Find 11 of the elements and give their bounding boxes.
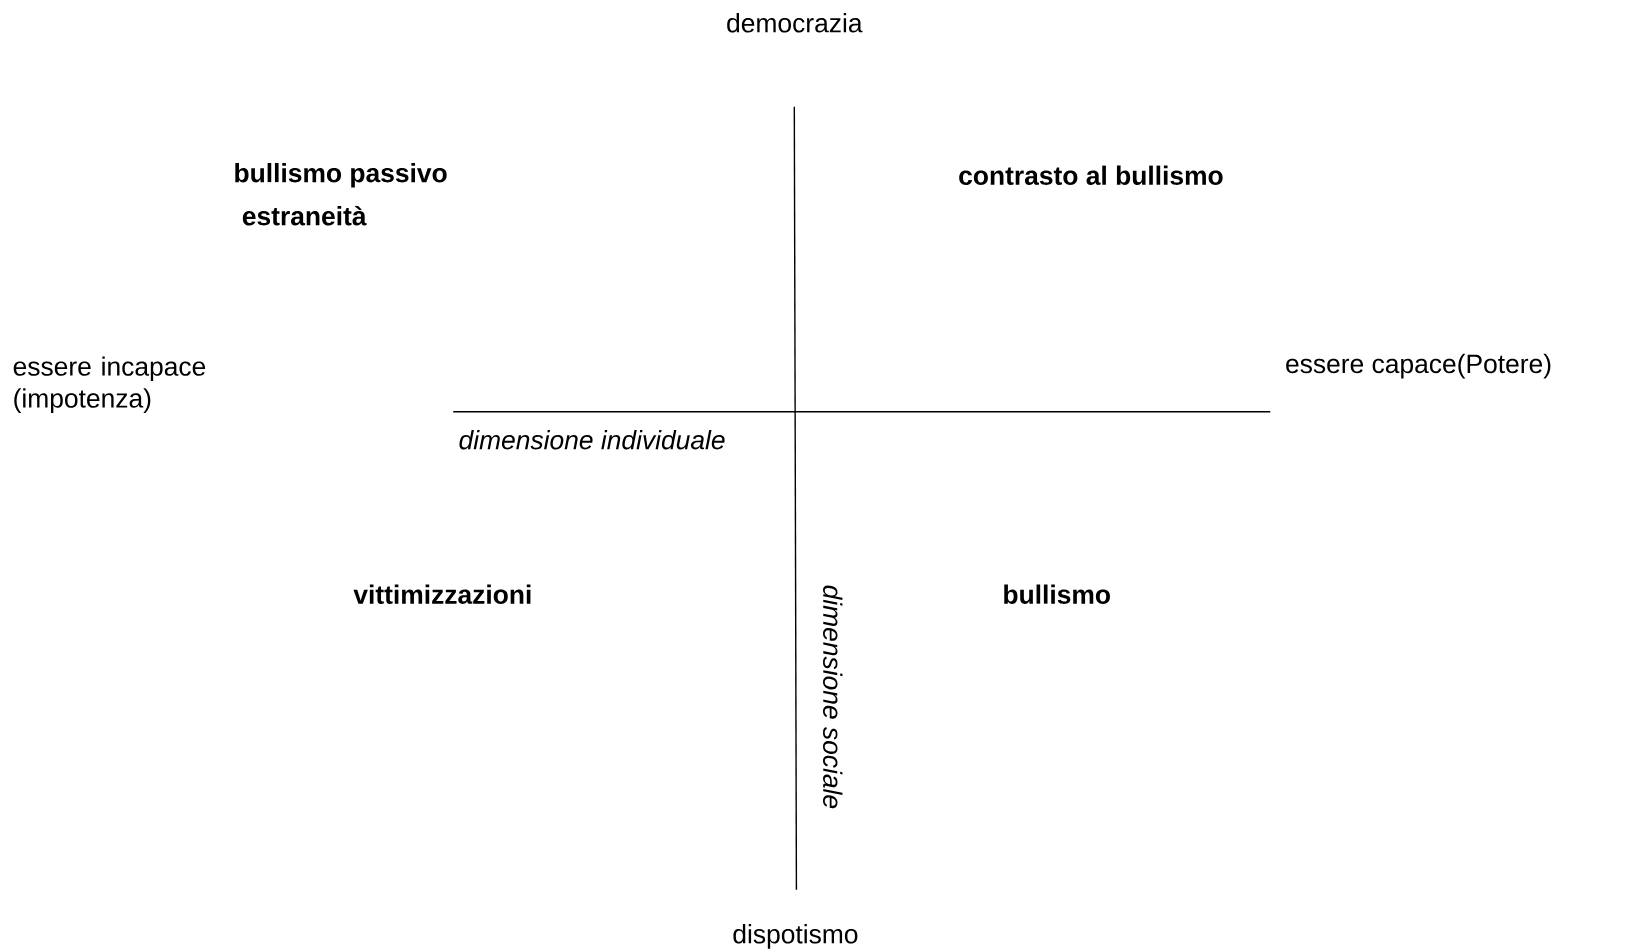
quadrant-label: bullismo (1004, 584, 1110, 604)
axis-label: dimensione sociale (823, 585, 843, 809)
pole-label: democrazia (727, 13, 863, 33)
pole-label: essere capace(Potere) (1286, 353, 1551, 379)
quadrant-label: vittimizzazioni (353, 584, 531, 604)
quadrant-label: contrasto al bullismo (959, 165, 1223, 185)
axis-label: dimensione individuale (459, 430, 725, 450)
quadrant-label: bullismo passivo (235, 163, 447, 188)
quadrant-label: estraneità (242, 205, 367, 226)
pole-label: essere incapace (impotenza) (13, 356, 206, 413)
pole-label: dispotismo (733, 924, 858, 949)
